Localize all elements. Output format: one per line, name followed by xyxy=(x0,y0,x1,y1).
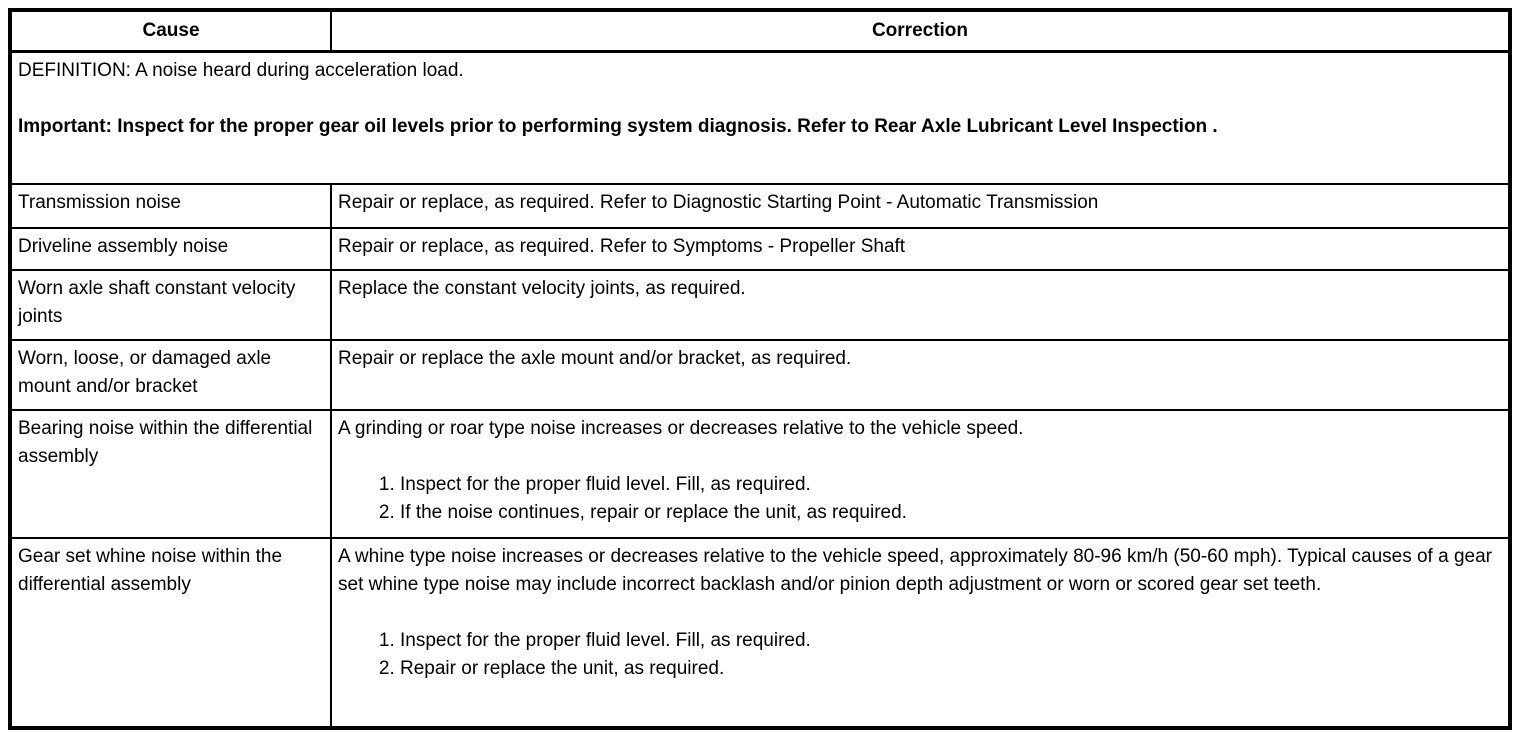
cause-cell: Transmission noise xyxy=(9,182,332,229)
definition-row: DEFINITION: A noise heard during acceler… xyxy=(9,50,1511,185)
table-row: Transmission noise Repair or replace, as… xyxy=(9,182,1511,229)
correction-cell: A grinding or roar type noise increases … xyxy=(330,408,1511,539)
cause-cell: Worn axle shaft constant velocity joints xyxy=(9,268,332,341)
cause-cell: Bearing noise within the differential as… xyxy=(9,408,332,539)
cause-correction-table: Cause Correction DEFINITION: A noise hea… xyxy=(8,8,1512,730)
definition-cell: DEFINITION: A noise heard during acceler… xyxy=(9,50,1511,185)
correction-cell: Replace the constant velocity joints, as… xyxy=(330,268,1511,341)
cause-column-header: Cause xyxy=(9,9,332,53)
correction-steps-list: Inspect for the proper fluid level. Fill… xyxy=(338,627,1502,683)
table-row: Driveline assembly noise Repair or repla… xyxy=(9,226,1511,271)
correction-text: A whine type noise increases or decrease… xyxy=(338,545,1492,595)
important-note: Important: Inspect for the proper gear o… xyxy=(18,116,1218,137)
cause-cell: Driveline assembly noise xyxy=(9,226,332,271)
table-row: Gear set whine noise within the differen… xyxy=(9,536,1511,729)
header-row: Cause Correction xyxy=(9,9,1511,53)
cause-cell: Worn, loose, or damaged axle mount and/o… xyxy=(9,338,332,411)
correction-cell: Repair or replace, as required. Refer to… xyxy=(330,226,1511,271)
correction-cell: A whine type noise increases or decrease… xyxy=(330,536,1511,729)
table-row: Bearing noise within the differential as… xyxy=(9,408,1511,539)
table-row: Worn axle shaft constant velocity joints… xyxy=(9,268,1511,341)
correction-step: If the noise continues, repair or replac… xyxy=(400,499,1502,527)
correction-step: Repair or replace the unit, as required. xyxy=(400,655,1502,683)
correction-column-header: Correction xyxy=(330,9,1511,53)
table-row: Worn, loose, or damaged axle mount and/o… xyxy=(9,338,1511,411)
correction-step: Inspect for the proper fluid level. Fill… xyxy=(400,627,1502,655)
correction-text: A grinding or roar type noise increases … xyxy=(338,417,1024,439)
correction-step: Inspect for the proper fluid level. Fill… xyxy=(400,471,1502,499)
definition-text: DEFINITION: A noise heard during acceler… xyxy=(18,60,464,81)
cause-cell: Gear set whine noise within the differen… xyxy=(9,536,332,729)
correction-steps-list: Inspect for the proper fluid level. Fill… xyxy=(338,471,1502,527)
correction-cell: Repair or replace the axle mount and/or … xyxy=(330,338,1511,411)
correction-cell: Repair or replace, as required. Refer to… xyxy=(330,182,1511,229)
